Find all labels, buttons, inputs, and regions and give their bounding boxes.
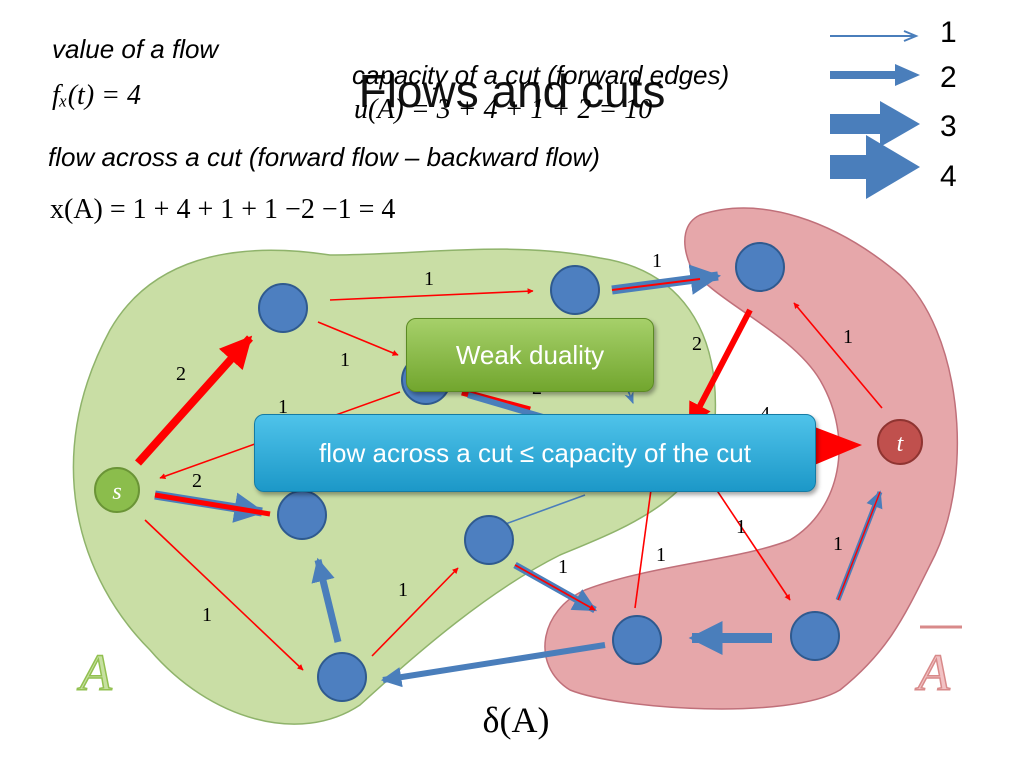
inequality-callout: flow across a cut ≤ capacity of the cut (254, 414, 816, 492)
slide-title: Flows and cuts (358, 65, 666, 117)
legend-arrow-3 (830, 101, 920, 147)
legend-label-2: 2 (940, 61, 957, 94)
legend-label-3: 3 (940, 110, 957, 143)
node-4 (277, 490, 327, 540)
edge-label: 1 (843, 326, 853, 348)
edge-label: 1 (278, 396, 288, 418)
node-8 (790, 611, 840, 661)
edge-label: 1 (340, 349, 350, 371)
edge-label: 1 (398, 579, 408, 601)
nodes (94, 242, 923, 702)
cap-n2-n3 (611, 278, 701, 291)
cap-n8-t (837, 491, 881, 601)
edge-t-n3 (793, 302, 883, 409)
node-1 (258, 283, 308, 333)
capacity-of-cut-equation: u(A) = 3 + 4 + 1 + 2 = 10 (354, 94, 653, 125)
capacity-edges (144, 288, 883, 671)
value-of-flow-equation: fₓ(t) = 4 (52, 80, 142, 111)
node-6 (317, 652, 367, 702)
node-t-label: t (897, 431, 905, 457)
set-label-A: A (77, 645, 112, 702)
edge-s-n6 (144, 519, 304, 671)
legend-arrow-4 (830, 135, 920, 199)
legend-arrow-2 (830, 64, 920, 86)
edge-label: 1 (652, 250, 662, 272)
edge-into-t-head (812, 426, 862, 466)
edge-n9-mid (634, 474, 656, 609)
edge-label: 1 (656, 544, 666, 566)
edge-s-n1 (135, 335, 253, 466)
edge-label: 1 (833, 533, 843, 555)
edge-label: 2 (176, 363, 186, 385)
flow-n5-mid (499, 494, 586, 527)
node-3 (735, 242, 785, 292)
flow-across-cut-equation: x(A) = 1 + 4 + 1 + 1 −2 −1 = 4 (50, 194, 396, 225)
set-label-A-bar: A (915, 645, 950, 702)
capacity-of-cut-label: capacity of a cut (forward edges) (352, 60, 730, 90)
edge-label: 2 (192, 470, 202, 492)
value-of-flow-label-text: value of a flow (52, 34, 219, 64)
legend-label-1: 1 (940, 16, 957, 49)
legend (830, 30, 920, 199)
flow-n6-n4 (311, 557, 342, 643)
edge-label: 1 (558, 556, 568, 578)
flow-n9-n6 (380, 642, 606, 688)
node-t (877, 419, 923, 465)
edge-label: 1 (424, 268, 434, 290)
edge-label: 2 (692, 333, 702, 355)
node-s (94, 467, 140, 513)
edge-mid-n8 (709, 479, 791, 601)
edge-n3-mid (687, 308, 753, 428)
cut-label: δ(A) (483, 700, 550, 740)
legend-arrow-1-head (903, 30, 919, 42)
edge-label: 1 (736, 516, 746, 538)
node-5 (464, 515, 514, 565)
edge-n1-n2 (329, 288, 534, 301)
node-2 (550, 265, 600, 315)
edge-n6-n5 (371, 567, 459, 657)
node-9 (612, 615, 662, 665)
edge-label: 1 (202, 604, 212, 626)
cap-s-n4 (154, 492, 271, 517)
legend-label-4: 4 (940, 160, 957, 193)
value-of-flow-label: value of a flow (52, 34, 218, 65)
region-A-bar (544, 207, 959, 710)
flow-across-cut-label: flow across a cut (forward flow – backwa… (48, 142, 600, 172)
node-s-label: s (112, 479, 121, 505)
weak-duality-callout: Weak duality (406, 318, 654, 392)
cap-n5-n9 (514, 564, 596, 611)
edge-n1-mid (317, 321, 399, 356)
